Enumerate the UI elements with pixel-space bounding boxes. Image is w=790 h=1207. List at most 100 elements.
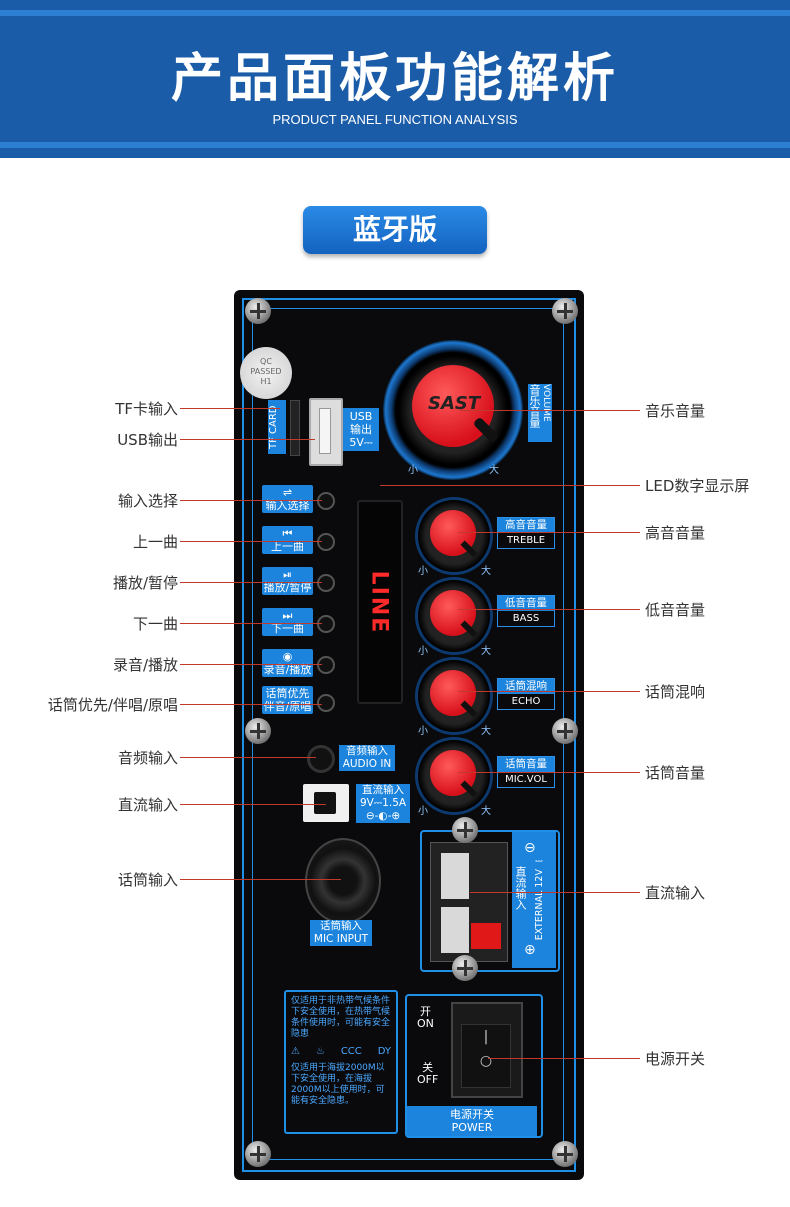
terminal-black[interactable] [441,853,469,899]
label-en: OFF [417,1073,439,1086]
callout-play: 播放/暂停 [112,574,178,592]
callout-dc-in: 直流输入 [117,796,178,814]
callout-volume: 音乐音量 [645,402,706,420]
external-en: EXTERNAL 12V ⎓ [534,856,545,941]
record-label: ◉录音/播放 [262,649,313,677]
tag-cn: 高音音量 [498,518,554,533]
prev-label: ⏮上一曲 [262,526,313,554]
volume-knob-cap [412,365,494,447]
callout-treble: 高音音量 [645,524,706,542]
label-en: POWER [451,1121,493,1134]
label-en: AUDIO IN [342,758,392,770]
callout-line [470,892,640,893]
callout-line [180,541,322,542]
tag-en: TREBLE [506,535,546,546]
min-label: 小 [418,806,428,817]
callout-line [180,804,326,805]
callout-line [488,1058,640,1059]
callout-line [180,439,315,440]
screw-icon [552,718,578,744]
min-label: 小 [418,566,428,577]
mic-volume-knob[interactable] [418,740,490,812]
warning-text: 仅适用于海拔2000M以下安全使用，在海拔2000M以上使用时，可能有安全隐患。 [291,1063,385,1106]
button-text: 伴音/原唱 [263,700,312,713]
bass-tag: 低音音量 BASS [497,595,555,627]
screw-icon [245,718,271,744]
tag-en: BASS [512,613,540,624]
mic-priority-button[interactable] [317,694,335,712]
next-icon: ⏭ [282,609,293,622]
echo-knob[interactable] [418,660,490,732]
speaker-terminal[interactable] [430,842,508,962]
echo-tag: 话筒混响 ECHO [497,678,555,710]
warning-text: 仅适用于非热带气候条件下安全使用，在热带气候条件使用时，可能有安全隐患 [291,996,391,1039]
on-mark-icon: | [483,1029,489,1045]
callout-line [180,757,316,758]
brand-logo: SAST [428,393,481,414]
header-stripe-bottom [0,142,790,148]
min-label: 小 [418,646,428,657]
min-label: 小 [418,726,428,737]
next-button[interactable] [317,615,335,633]
volume-min-label: 小 [408,465,418,476]
label-spec: 9V⎓1.5A [359,797,407,809]
tag-en: MIC.VOL [505,774,547,785]
screw-icon [552,1141,578,1167]
label-cn: 直流输入 [362,784,404,796]
mic-input-jack[interactable] [305,838,381,924]
climate-icon: ♨ [315,1046,325,1057]
usb-label-line: 5V⎓ [349,436,373,449]
off-mark-icon: ○ [479,1053,493,1069]
page-subtitle: PRODUCT PANEL FUNCTION ANALYSIS [272,112,518,127]
tag-en: ECHO [511,696,541,707]
tag-cn: 低音音量 [498,596,554,611]
treble-tag: 高音音量 TREBLE [497,517,555,549]
callout-mic-priority: 话筒优先/伴唱/原唱 [47,696,178,714]
callout-line [180,879,341,880]
treble-knob[interactable] [418,500,490,572]
qc-sticker: QC PASSED H1 [240,347,292,399]
callout-input-select: 输入选择 [117,492,178,510]
tf-card-slot[interactable] [290,400,300,456]
button-text: 录音/播放 [263,663,312,676]
prev-button[interactable] [317,533,335,551]
warning-box: 仅适用于非热带气候条件下安全使用，在热带气候条件使用时，可能有安全隐患 ⚠ ♨ … [284,990,398,1134]
input-select-button[interactable] [317,492,335,510]
led-text: LINE [366,570,392,635]
input-select-label: ⇌输入选择 [262,485,313,513]
plus-icon: ⊕ [524,942,536,958]
callout-record: 录音/播放 [112,656,178,674]
header-stripe-top [0,10,790,16]
header-banner: 产品面板功能解析 PRODUCT PANEL FUNCTION ANALYSIS [0,0,790,158]
play-pause-button[interactable] [317,574,335,592]
callout-line [458,532,640,533]
bass-knob[interactable] [418,580,490,652]
terminal-red[interactable] [471,923,501,949]
callout-usb: USB输出 [117,431,178,449]
record-button[interactable] [317,656,335,674]
callout-line [458,691,640,692]
max-label: 大 [481,566,491,577]
usb-label-line: 输出 [350,423,372,436]
label-cn: 关 [422,1061,434,1074]
power-switch[interactable]: | ○ [451,1002,523,1098]
volume-tag-en: VOLUME [541,384,551,422]
record-icon: ◉ [282,650,293,663]
prev-icon: ⏮ [282,527,293,540]
led-display: LINE [357,500,403,704]
ccc-icon: CCC [340,1046,362,1057]
next-label: ⏭下一曲 [262,608,313,636]
usb-port[interactable] [309,398,343,466]
max-label: 大 [481,726,491,737]
external-cn: 直流输入 [514,866,527,910]
callout-echo: 话筒混响 [645,683,706,701]
audio-in-jack[interactable] [307,745,335,773]
dc-jack[interactable] [303,784,349,822]
callout-line [180,408,280,409]
callout-line [180,704,322,705]
terminal-red-base [441,907,469,953]
tag-cn: 话筒混响 [498,679,554,694]
label-cn: 话筒输入 [320,920,362,932]
